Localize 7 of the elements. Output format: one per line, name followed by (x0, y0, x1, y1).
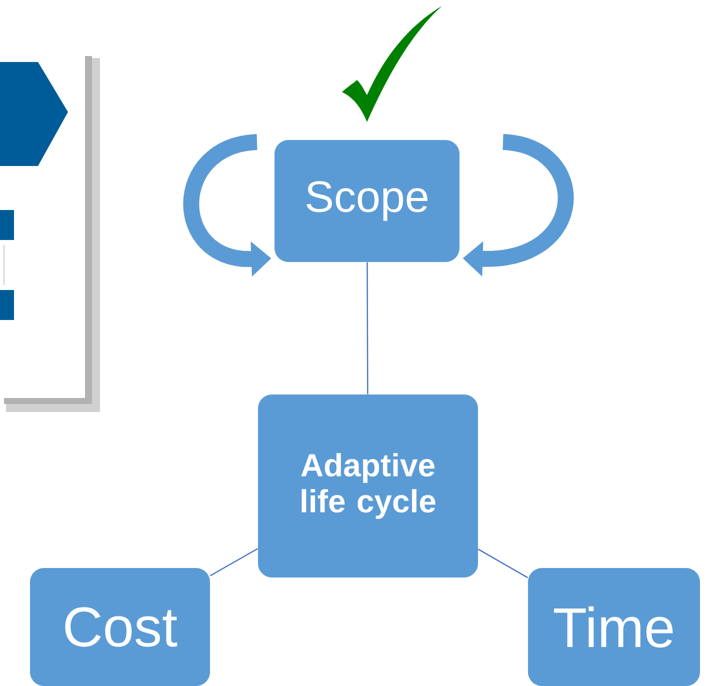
connector-line (210, 548, 258, 576)
process-box: Cost (30, 568, 210, 686)
process-box: Scope (274, 140, 460, 262)
connector-line (366, 262, 368, 394)
connector-line (478, 548, 528, 578)
process-box: Adaptive life cycle (258, 394, 478, 578)
process-box: Time (528, 568, 700, 686)
